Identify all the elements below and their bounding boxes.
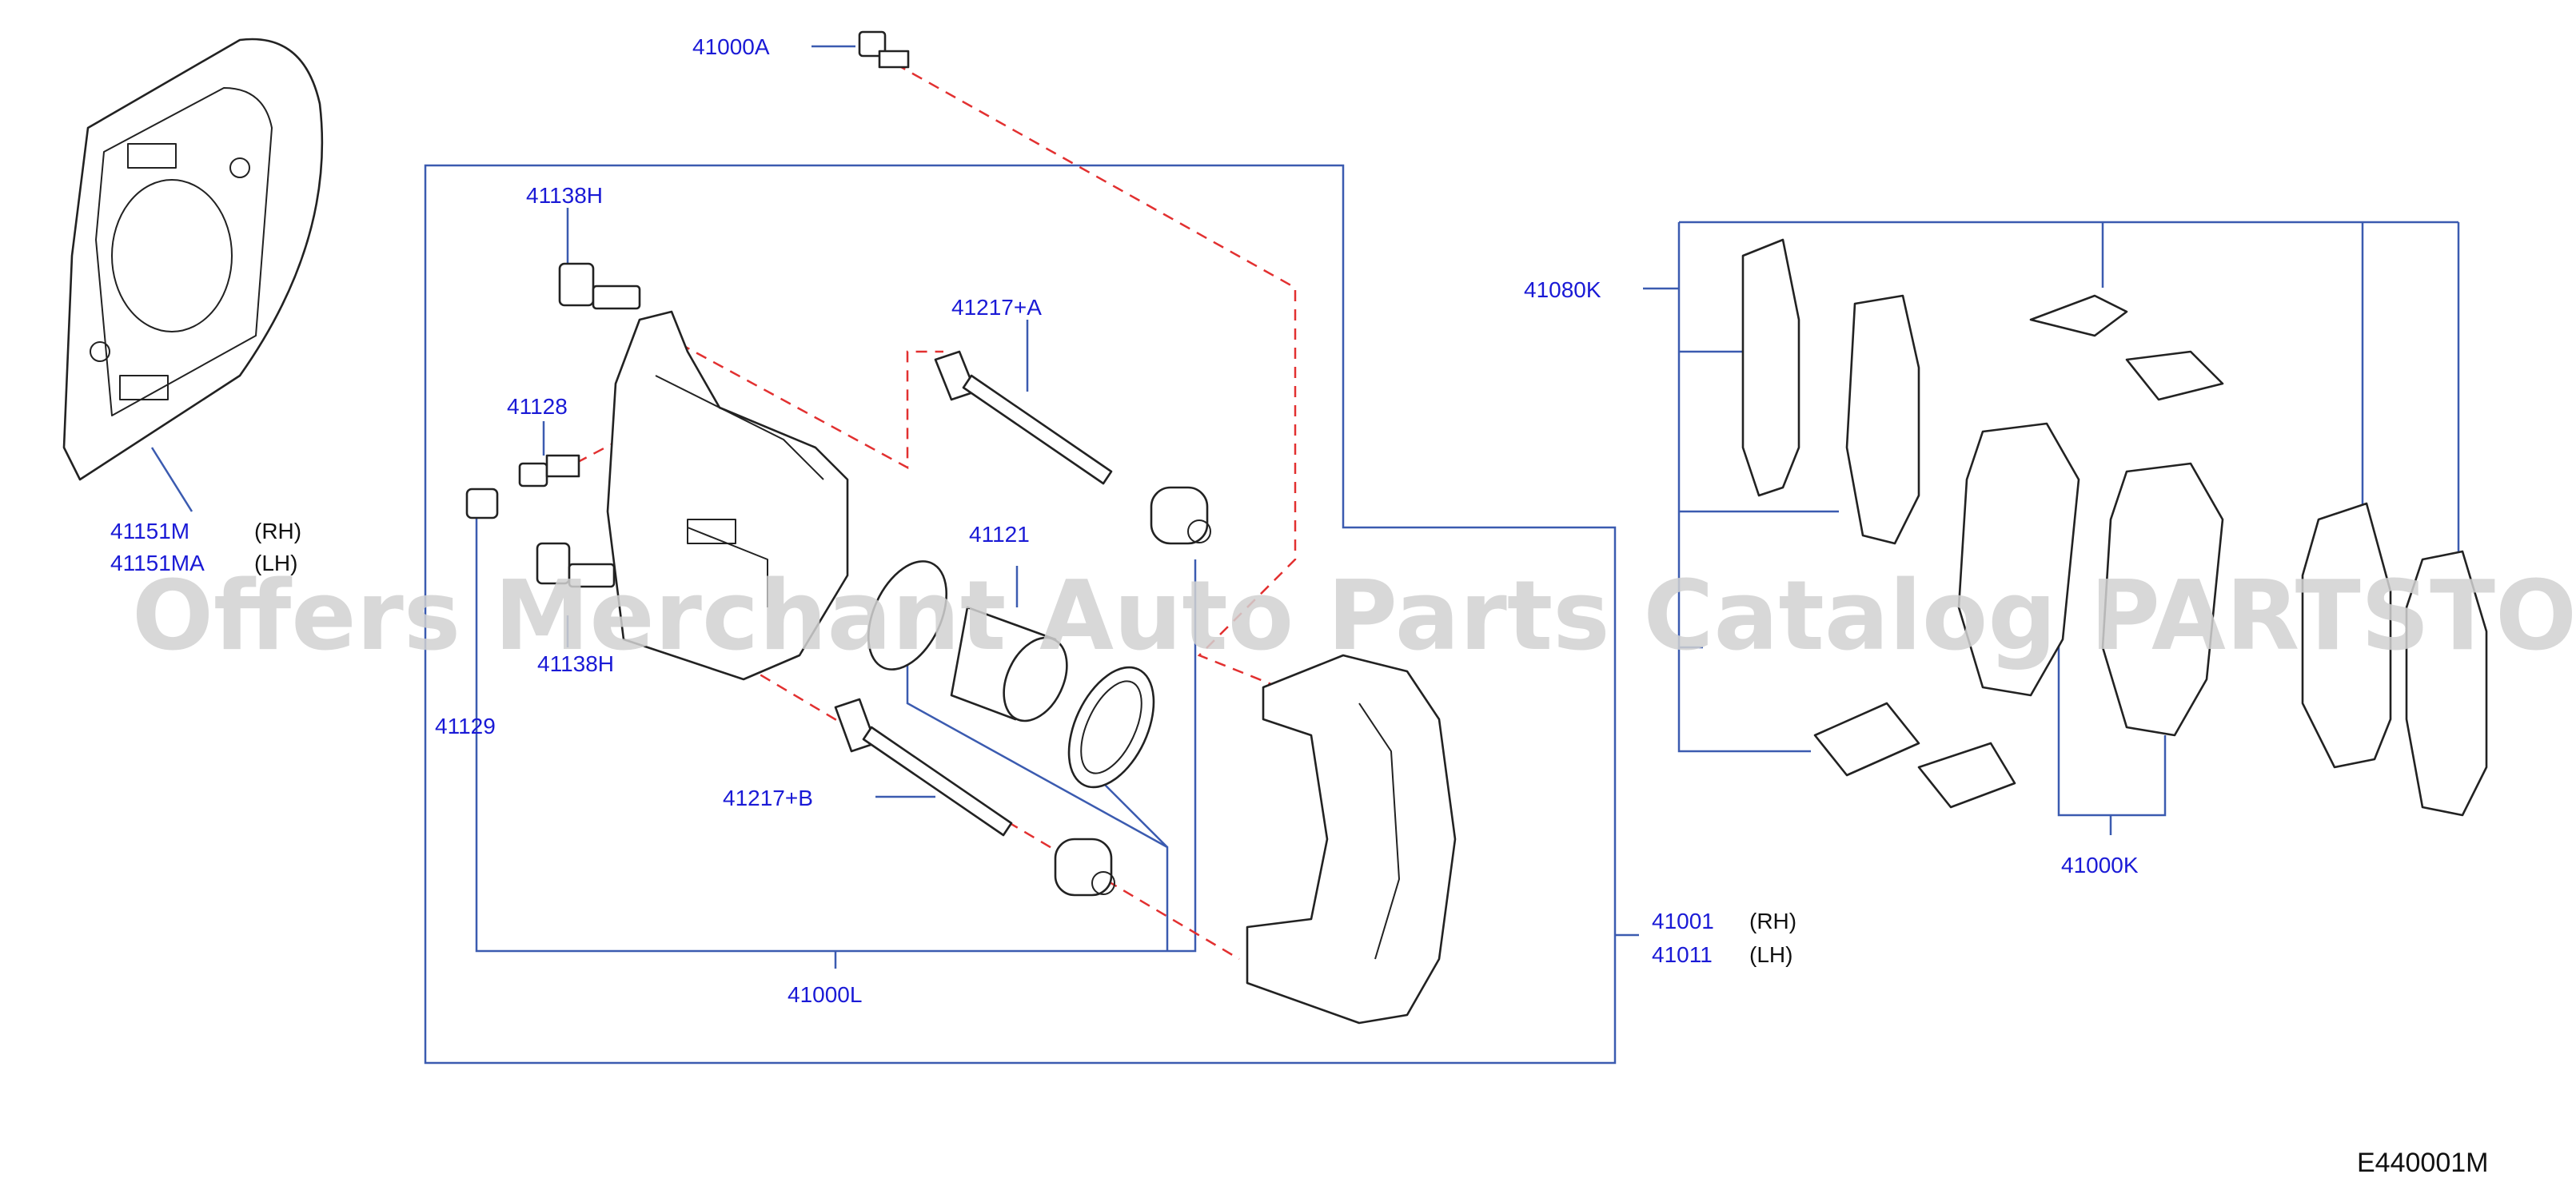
label-41151m-side: (RH) [254,519,301,543]
boot-41217a [1150,486,1211,545]
assembly-line-top-pin [679,342,943,470]
shim-outer-left [1741,238,1800,497]
label-41000k: 41000K [2061,853,2139,878]
bolt-41138h-top [558,262,641,310]
assembly-line-bolt-to-bracket [895,62,1297,689]
watermark: Offers Merchant Auto Parts Catalog PARTS… [132,561,2576,672]
label-41000a: 41000A [692,34,770,59]
bleeder-41128 [518,454,580,488]
dust-shield-41151m [62,38,324,481]
piston-seal [867,560,948,671]
brake-pad-41000k-left [1957,422,2080,697]
cap-41129 [465,488,499,519]
piston-boot [1067,666,1155,789]
label-41080k: 41080K [1524,277,1601,302]
label-41011-side: (LH) [1749,942,1792,967]
label-41128: 41128 [507,394,568,419]
anti-rattle-clip-bottom [1813,702,2016,809]
piston-41121 [950,606,1068,722]
leader-41121-boot [1103,782,1168,848]
label-41151ma: 41151MA [110,551,205,575]
label-41129: 41129 [435,714,496,738]
label-41121: 41121 [969,522,1030,547]
label-41001-side: (RH) [1749,909,1796,933]
label-41217a: 41217+A [951,295,1042,320]
bolt-41138h-bottom [536,542,616,588]
kit-41080k-bracket [1677,221,2460,753]
kit-41000k-bracket [2057,639,2167,835]
shim-inner-right [2405,550,2488,817]
leader-41121-seal [906,663,1169,951]
label-41217b: 41217+B [723,786,813,810]
shim-inner-left [1845,294,1920,545]
label-41138h-bottom: 41138H [537,651,614,676]
guide-pin-41217a [934,350,1113,485]
caliper-torque-member [1246,654,1457,1025]
anti-rattle-clip-top [2029,294,2224,401]
label-41151m: 41151M [110,519,189,543]
diagram-code: E440001M [2357,1148,2488,1178]
caliper-assembly-frame [424,164,1617,1065]
leader-41151m [150,447,193,512]
caliper-body [606,310,849,681]
label-41138h-top: 41138H [526,183,603,208]
label-41151ma-side: (LH) [254,551,297,575]
label-41011: 41011 [1652,942,1713,967]
label-41000l: 41000L [788,982,862,1007]
boot-41217b [1054,838,1115,897]
guide-pin-41217b [834,698,1013,837]
shim-outer-right [2301,502,2392,769]
brake-pad-41000k-right [2101,462,2224,737]
bolt-41000a [858,30,910,69]
label-41001: 41001 [1652,909,1714,933]
